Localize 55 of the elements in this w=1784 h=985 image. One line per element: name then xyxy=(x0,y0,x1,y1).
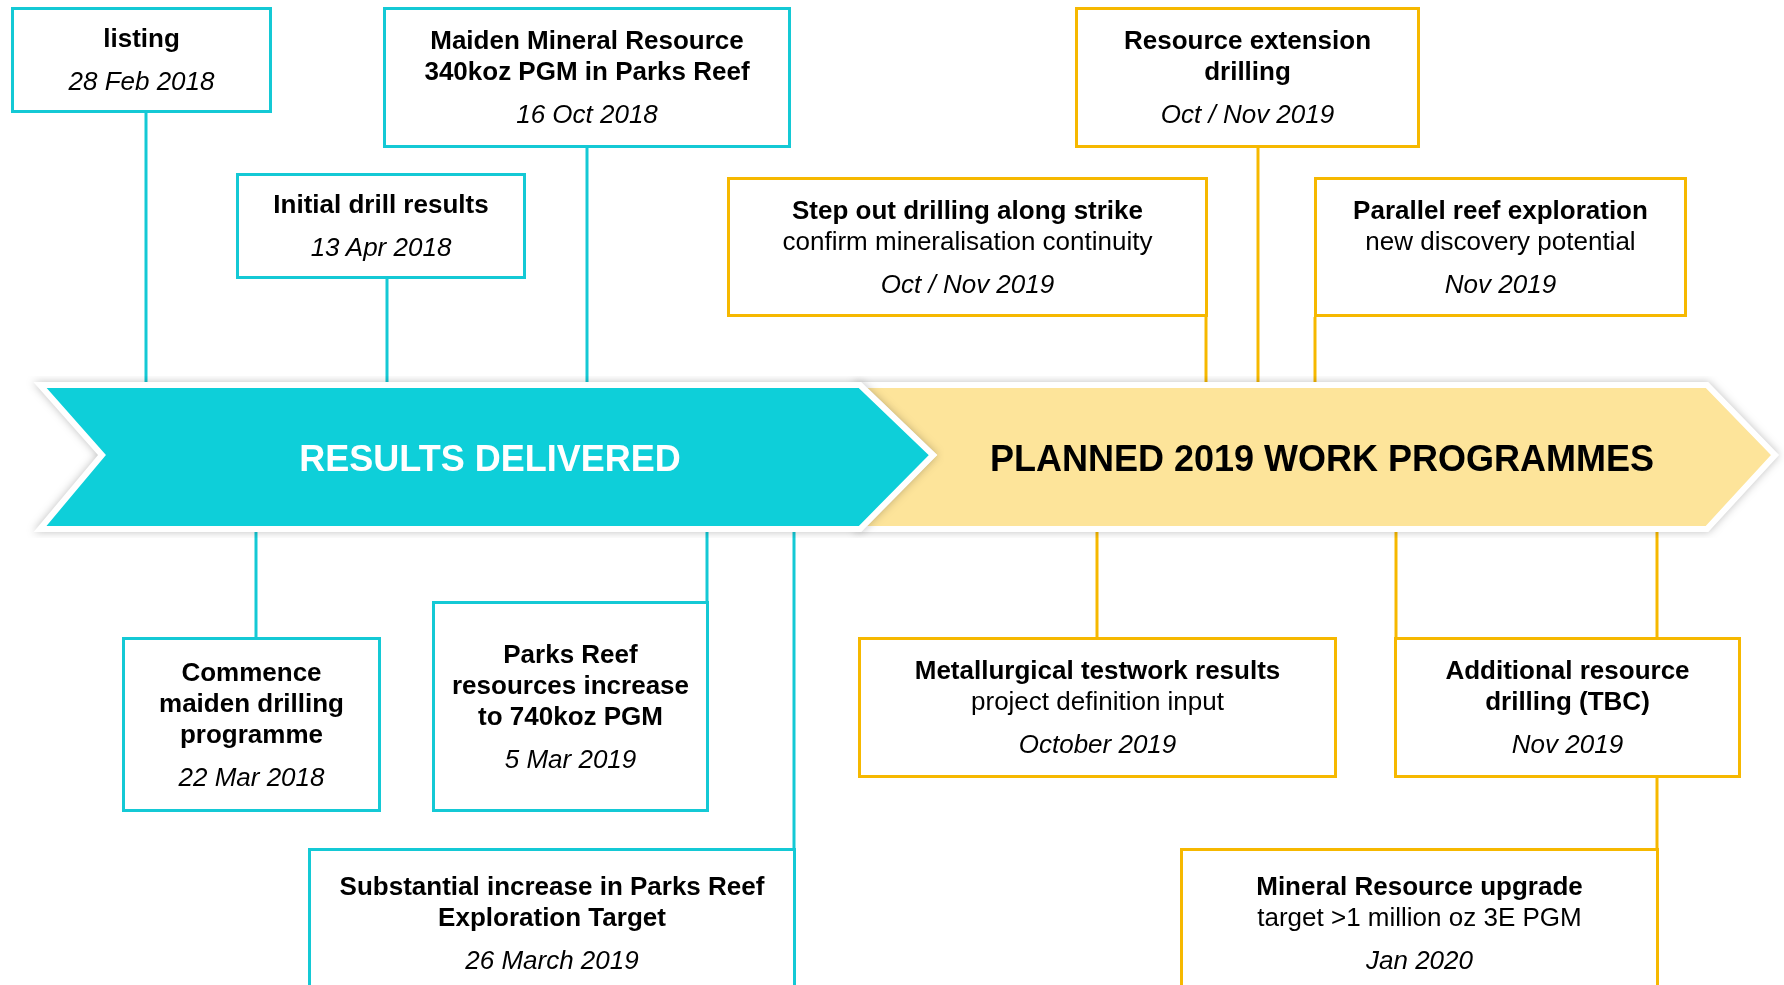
milestone-date: 5 Mar 2019 xyxy=(504,743,637,775)
milestone-date: Jan 2020 xyxy=(1366,944,1473,976)
milestone-date: Nov 2019 xyxy=(1444,268,1557,300)
milestone-title: Parallel reef exploration xyxy=(1353,194,1648,226)
milestone-box xyxy=(383,7,791,148)
milestone-title: listing xyxy=(103,23,180,54)
milestone-date: 13 Apr 2018 xyxy=(310,232,452,263)
connector-line xyxy=(1204,317,1208,382)
milestone-box xyxy=(727,177,1208,317)
milestone-title: Additional resource drilling (TBC) xyxy=(1444,655,1691,717)
milestone-box xyxy=(1394,637,1741,778)
milestone-title: Metallurgical testwork results xyxy=(914,655,1281,686)
milestone-title: Substantial increase in Parks Reef Exploration Target xyxy=(338,870,766,933)
milestone-description: confirm mineralisation continuity xyxy=(782,225,1153,257)
milestone-description: project definition input xyxy=(971,686,1224,717)
milestone-box xyxy=(122,637,381,812)
milestone-date: 16 Oct 2018 xyxy=(516,99,658,130)
milestone-title: Resource extension drilling xyxy=(1122,25,1373,87)
milestone-box xyxy=(308,848,796,985)
milestone-date: Oct / Nov 2019 xyxy=(880,268,1055,300)
connector-line xyxy=(585,148,589,382)
milestone-box xyxy=(1180,848,1659,985)
connector-line xyxy=(1655,778,1659,848)
milestone-title: Maiden Mineral Resource 340koz PGM in Parks Reef xyxy=(423,25,751,87)
milestone-description: new discovery potential xyxy=(1365,225,1636,257)
connector-line xyxy=(705,532,709,601)
milestone-date: October 2019 xyxy=(1018,729,1177,760)
milestone-title: Initial drill results xyxy=(273,189,489,220)
milestone-title: Commence maiden drilling programme xyxy=(158,656,345,750)
milestone-box xyxy=(236,173,526,279)
milestone-title: Step out drilling along strike xyxy=(792,194,1143,226)
band-title: RESULTS DELIVERED xyxy=(299,438,681,480)
connector-line xyxy=(1095,532,1099,637)
milestone-box xyxy=(11,7,272,113)
band-title: PLANNED 2019 WORK PROGRAMMES xyxy=(989,438,1655,480)
milestone-box xyxy=(1314,177,1687,317)
milestone-date: Nov 2019 xyxy=(1511,729,1624,760)
milestone-date: 22 Mar 2018 xyxy=(178,761,325,793)
milestone-box xyxy=(1075,7,1420,148)
milestone-date: 26 March 2019 xyxy=(465,944,639,976)
milestone-title: Parks Reef resources increase to 740koz PGM xyxy=(450,638,690,732)
milestone-date: 28 Feb 2018 xyxy=(68,66,215,97)
connector-line xyxy=(1313,317,1317,382)
connector-line xyxy=(385,279,389,382)
connector-line xyxy=(1655,532,1659,637)
connector-line xyxy=(792,532,796,848)
milestone-description: target >1 million oz 3E PGM xyxy=(1257,901,1582,933)
connector-line xyxy=(1394,532,1398,637)
milestone-box xyxy=(432,601,709,812)
connector-line xyxy=(144,113,148,382)
milestone-date: Oct / Nov 2019 xyxy=(1160,99,1335,130)
milestone-title: Mineral Resource upgrade xyxy=(1256,870,1583,902)
connector-line xyxy=(254,532,258,637)
connector-line xyxy=(1256,148,1260,382)
milestone-box xyxy=(858,637,1337,778)
